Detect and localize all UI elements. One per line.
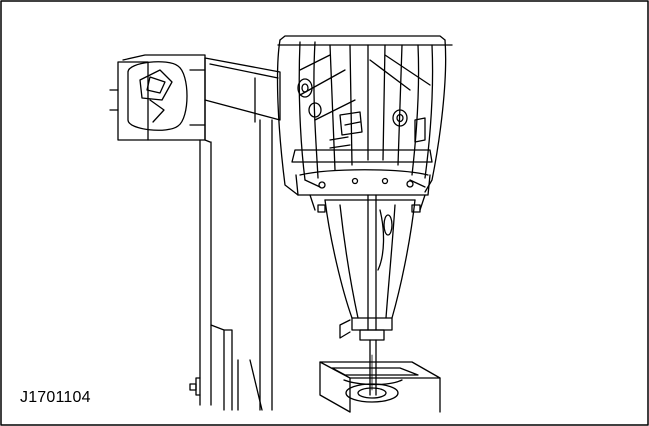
drain-pan — [319, 361, 441, 413]
figure-reference-code: J1701104 — [20, 389, 91, 406]
stand-vertical-column — [189, 119, 273, 411]
stand-mount-housing — [109, 54, 206, 141]
transmission-lift-stand — [109, 54, 281, 411]
transmission-case — [276, 35, 453, 213]
case-flange — [291, 149, 433, 163]
stand-top-arm — [204, 57, 281, 121]
extension-housing — [324, 194, 416, 341]
